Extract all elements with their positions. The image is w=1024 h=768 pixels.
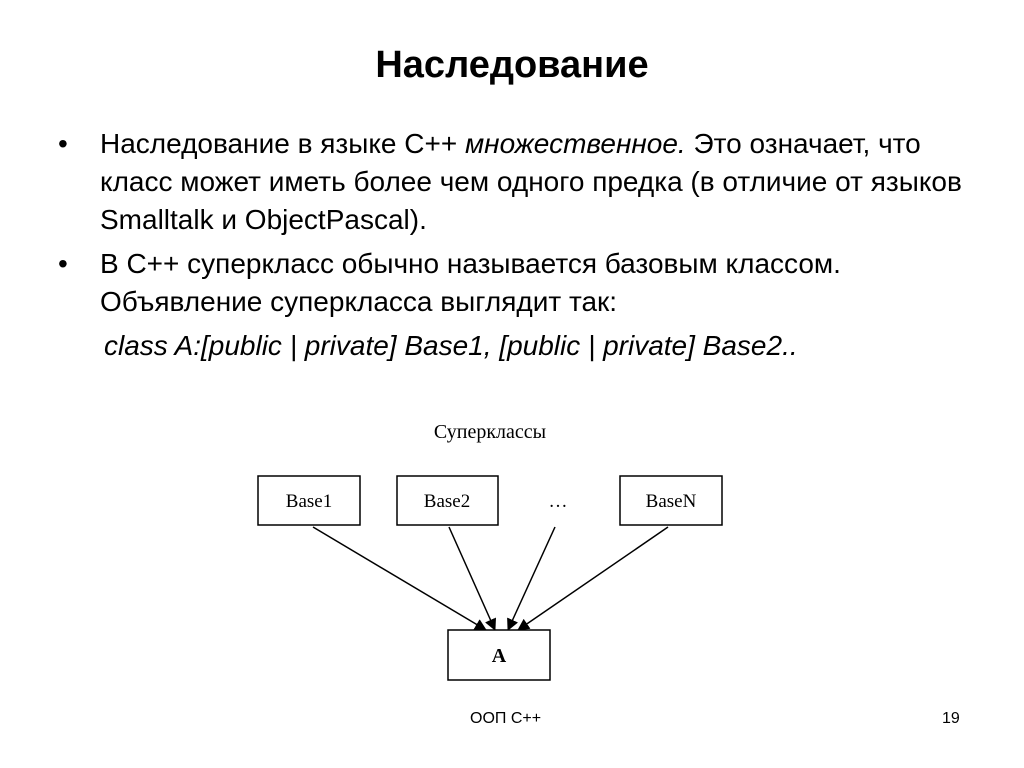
code-example: class A:[public | private] Base1, [publi…: [104, 330, 798, 361]
inheritance-arrow: [448, 526, 496, 631]
derived-label: A: [492, 645, 507, 667]
diagram-caption: Суперклассы: [434, 421, 546, 443]
base-label: Base2: [424, 491, 470, 512]
base-box-n: BaseN: [619, 475, 723, 526]
footer-title: ООП С++: [470, 710, 542, 727]
slide-title: Наследование: [375, 44, 649, 86]
bullet-item: • В С++ суперкласс обычно называется баз…: [58, 245, 998, 321]
base-label: BaseN: [646, 491, 697, 512]
page-number: 19: [942, 710, 960, 727]
bullet-text: Это означает, что класс может иметь боле…: [100, 128, 962, 235]
bullet-text: В С++ суперкласс обычно называется базов…: [100, 248, 841, 317]
bullet-marker: •: [58, 128, 68, 159]
derived-box: A: [447, 629, 551, 681]
ellipsis: …: [549, 491, 568, 512]
bullet-text-italic: множественное.: [464, 128, 686, 159]
inheritance-arrow: [312, 526, 487, 631]
base-box-1: Base1: [257, 475, 361, 526]
inheritance-arrow: [517, 526, 669, 631]
base-label: Base1: [286, 491, 332, 512]
bullet-text: Наследование в языке С++: [100, 128, 465, 159]
inheritance-arrow: [507, 526, 556, 631]
base-box-2: Base2: [396, 475, 499, 526]
bullet-marker: •: [58, 248, 68, 279]
bullet-list: • Наследование в языке С++ множественное…: [58, 125, 998, 365]
bullet-item: • Наследование в языке С++ множественное…: [58, 125, 998, 239]
